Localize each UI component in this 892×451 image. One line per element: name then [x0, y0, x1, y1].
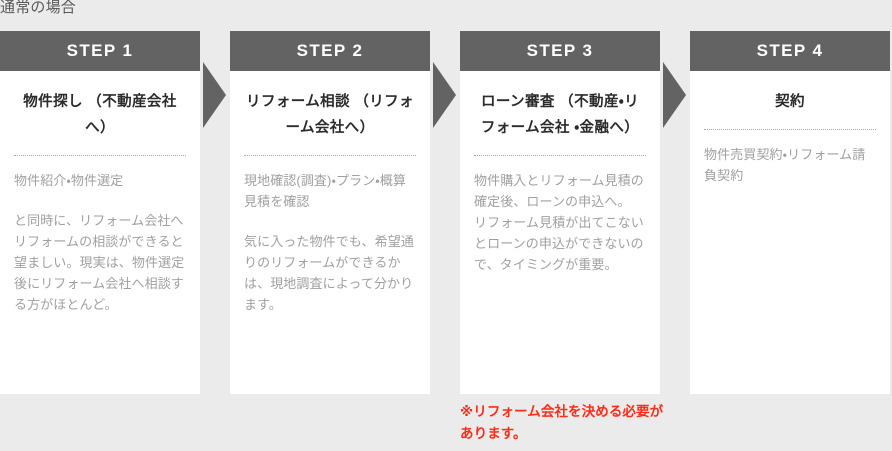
step-card-1: STEP 1 物件探し （不動産会社へ） 物件紹介・物件選定 と同時に、リフォー… — [0, 31, 200, 394]
step-card-4: STEP 4 契約 物件売買契約・リフォーム請負契約 — [690, 31, 890, 394]
step-body-1: 物件探し （不動産会社へ） 物件紹介・物件選定 と同時に、リフォーム会社へリフォ… — [0, 71, 200, 394]
step-title-4: 契約 — [775, 94, 805, 110]
step-divider-3 — [474, 155, 646, 156]
arrow-step2-to-step3 — [433, 62, 457, 128]
step-card-2: STEP 2 リフォーム相談 （リフォーム会社へ） 現地確認(調査)・プラン・概… — [230, 31, 430, 394]
step-title-1: 物件探し （不動産会社へ） — [23, 94, 177, 136]
step-divider-4 — [704, 129, 876, 130]
step-body-secondary-3: リフォーム見積が出てこないとローンの申込ができないので、タイミングが重要。 — [474, 215, 644, 272]
step-body-secondary-2: 気に入った物件でも、希望通りのリフォームができるかは、現地調査によって分かります… — [244, 234, 414, 312]
arrow-step3-to-step4 — [663, 62, 687, 128]
arrow-step1-to-step2 — [203, 62, 227, 128]
step-header-3: STEP 3 — [460, 31, 660, 71]
step-body-primary-3: 物件購入とリフォーム見積の確定後、ローンの申込へ。 — [474, 173, 644, 209]
step-divider-1 — [14, 155, 186, 156]
step-title-3: ローン審査 （不動産・リフォーム会社 ・金融へ） — [480, 94, 640, 136]
step-body-primary-4: 物件売買契約・リフォーム請負契約 — [704, 147, 866, 183]
step-body-2: リフォーム相談 （リフォーム会社へ） 現地確認(調査)・プラン・概算見積を確認 … — [230, 71, 430, 394]
step-header-2: STEP 2 — [230, 31, 430, 71]
diagram-caption: 通常の場合 — [0, 0, 77, 16]
step-body-primary-1: 物件紹介・物件選定 — [14, 173, 124, 188]
step-header-4: STEP 4 — [690, 31, 890, 71]
step-body-3: ローン審査 （不動産・リフォーム会社 ・金融へ） 物件購入とリフォーム見積の確定… — [460, 71, 660, 394]
step-card-3: STEP 3 ローン審査 （不動産・リフォーム会社 ・金融へ） 物件購入とリフォ… — [460, 31, 660, 394]
step-divider-2 — [244, 155, 416, 156]
step-body-4: 契約 物件売買契約・リフォーム請負契約 — [690, 71, 890, 394]
step-header-1: STEP 1 — [0, 31, 200, 71]
step-body-primary-2: 現地確認(調査)・プラン・概算見積を確認 — [244, 173, 406, 209]
step-body-secondary-1: と同時に、リフォーム会社へリフォームの相談ができると望ましい。現実は、物件選定後… — [14, 213, 185, 312]
step3-warning-note: ※リフォーム会社を決める必要があります。 — [460, 404, 664, 441]
step-title-2: リフォーム相談 （リフォーム会社へ） — [246, 94, 414, 136]
